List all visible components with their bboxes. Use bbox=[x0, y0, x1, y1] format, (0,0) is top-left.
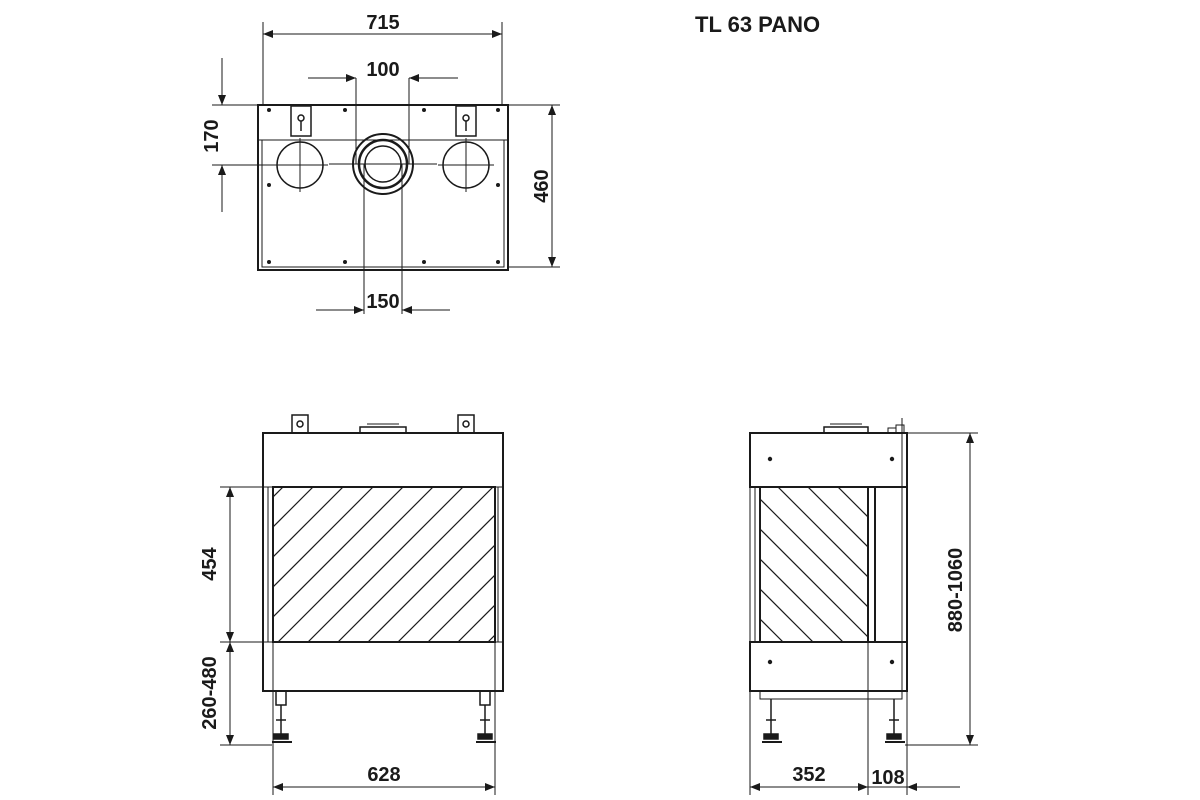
front-view-leg-left bbox=[272, 690, 292, 743]
side-view-lower-body bbox=[749, 641, 908, 692]
dimension-454 bbox=[220, 486, 263, 643]
label-150: 150 bbox=[366, 291, 399, 313]
top-view-screw-dots bbox=[267, 108, 500, 264]
label-170: 170 bbox=[201, 119, 223, 152]
top-view-inner-frame bbox=[261, 139, 505, 268]
dimension-715 bbox=[262, 22, 503, 105]
top-view bbox=[212, 22, 560, 314]
dimension-260-480 bbox=[220, 642, 272, 746]
label-352: 352 bbox=[792, 764, 825, 786]
top-view-flue bbox=[329, 78, 437, 314]
label-100: 100 bbox=[366, 59, 399, 81]
label-460: 460 bbox=[531, 169, 553, 202]
product-title: TL 63 PANO bbox=[695, 12, 820, 37]
side-view-screw-dots bbox=[767, 456, 895, 665]
front-view-glass bbox=[272, 486, 496, 643]
side-view bbox=[749, 418, 978, 795]
label-715: 715 bbox=[366, 12, 399, 34]
front-view-body bbox=[262, 432, 504, 692]
dimension-628 bbox=[272, 642, 496, 795]
side-view-leg-right bbox=[885, 699, 905, 743]
top-view-body bbox=[257, 104, 509, 271]
side-view-leg-left bbox=[762, 699, 782, 743]
dimension-352-108 bbox=[749, 642, 960, 795]
front-view-leg-right bbox=[476, 690, 496, 743]
side-view-flue-collar bbox=[823, 426, 869, 434]
front-view-bracket-left bbox=[291, 414, 309, 434]
top-view-duct-left bbox=[272, 138, 328, 192]
side-view-base-plate bbox=[759, 690, 903, 700]
top-view-bracket-left bbox=[290, 105, 312, 137]
label-108: 108 bbox=[871, 767, 904, 789]
label-260-480: 260-480 bbox=[199, 656, 221, 729]
front-view bbox=[220, 414, 504, 795]
dimension-170 bbox=[212, 58, 278, 212]
label-880-1060: 880-1060 bbox=[945, 548, 967, 633]
dimension-880-1060 bbox=[905, 432, 978, 746]
side-view-upper-body bbox=[749, 432, 908, 488]
top-view-duct-right bbox=[438, 138, 494, 192]
front-view-bracket-right bbox=[457, 414, 475, 434]
top-view-bracket-right bbox=[455, 105, 477, 137]
side-view-glass bbox=[759, 486, 869, 643]
label-628: 628 bbox=[367, 764, 400, 786]
dimension-460 bbox=[508, 104, 560, 268]
front-view-flue-collar bbox=[359, 426, 407, 434]
label-454: 454 bbox=[199, 546, 221, 580]
